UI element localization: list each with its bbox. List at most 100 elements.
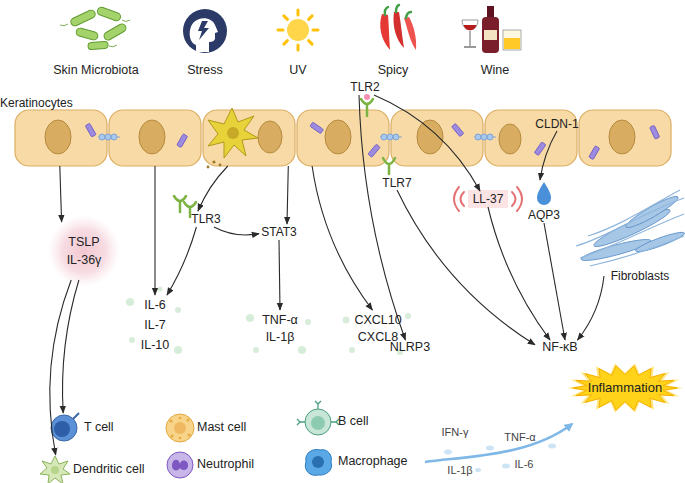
outcome-burst: Inflammation: [566, 362, 684, 414]
receptor-icon: [388, 165, 391, 174]
keratinocyte-cells: [177, 134, 188, 148]
keratinocyte-cells: [45, 120, 71, 154]
receptor-icon: [366, 105, 369, 116]
trigger-label: UV: [289, 63, 306, 77]
trigger-label: Stress: [187, 63, 222, 77]
immune-cell: Neutrophil: [162, 450, 262, 480]
b-cell-icon: [297, 419, 305, 425]
keratinocyte-cells: [475, 134, 481, 140]
chili-icon: [380, 5, 416, 50]
bacteria-icon: [96, 6, 121, 22]
cytokine-release-arrow: [444, 450, 452, 455]
node-text: AQP3: [528, 208, 560, 223]
cytokine-dots: [305, 319, 311, 325]
bacteria-icon: [109, 45, 117, 47]
bacteria-icon: [75, 27, 98, 40]
cytokine-dots: [253, 347, 259, 353]
sun-icon: [284, 16, 288, 20]
dendritic-cell-in-epidermis: [208, 108, 258, 158]
keratinocyte-cells: [99, 134, 105, 140]
dendritic-cell-in-epidermis: [227, 127, 239, 139]
arrow-connector: [287, 166, 288, 224]
dendritic-cell-in-epidermis: [212, 160, 215, 163]
keratinocyte-cells: [589, 146, 600, 160]
node-text: TLR2: [350, 80, 379, 95]
b-cell-icon: [297, 401, 339, 435]
arrow-connector: [279, 240, 280, 310]
b-cell-icon: [297, 401, 339, 425]
peptide-label: LL-37: [468, 191, 508, 207]
antimicrobial-peptide-waves: [512, 192, 516, 206]
node-text: TNF-α IL-1β: [259, 312, 301, 346]
wine-icon: [482, 17, 499, 53]
wine-icon: [484, 30, 497, 40]
cytokine-group: TSLP IL-36γ: [52, 222, 116, 280]
cytokine-dots: [246, 314, 254, 322]
keratinocyte-cells: [15, 110, 671, 166]
receptor-ligand: [364, 94, 370, 100]
wine-icon: [464, 25, 477, 30]
bacteria-icon: [60, 20, 130, 47]
keratinocyte-cells: [650, 125, 660, 139]
trigger-label: Skin Microbiota: [53, 63, 138, 77]
b-cell-icon: [331, 419, 339, 425]
arrow-connector: [374, 95, 480, 191]
cytokine-group: IL-6 IL-7 IL-10: [135, 295, 175, 355]
bacteria-icon: [60, 24, 68, 26]
receptor-icon: [184, 202, 196, 207]
keratinocyte-cells: [85, 123, 96, 137]
wine-icon: [504, 38, 520, 49]
node-text: Macrophage: [338, 454, 408, 470]
arrow-connector: [62, 280, 78, 413]
cytokine-label: IL-1β: [447, 464, 472, 476]
arrow-connector: [540, 131, 557, 180]
sun-icon: [309, 41, 313, 45]
keratinocyte-cells: [297, 110, 389, 166]
keratinocyte-cells: [579, 110, 671, 166]
cytokine-dots: [343, 317, 350, 324]
keratinocyte-cells: [15, 110, 671, 166]
immune-cell: Mast cell: [162, 413, 257, 443]
cytokine-dots: [174, 346, 182, 354]
keratinocyte-cells: [111, 134, 117, 140]
keratinocyte-cells: [499, 124, 521, 154]
stress-icon: [183, 9, 227, 53]
antimicrobial-peptide-waves: [517, 187, 522, 211]
keratinocyte-cells: [15, 110, 107, 166]
dendritic-cell-icon: [40, 456, 70, 483]
keratinocyte-cells: [310, 122, 324, 134]
immune-cell: Macrophage: [302, 447, 414, 477]
receptor-icon: [179, 202, 182, 212]
mast-cell-icon: [166, 414, 194, 442]
cytokine-dots: [298, 346, 306, 354]
node-text: Dendritic cell: [73, 462, 145, 478]
arrow-connector: [544, 223, 565, 340]
immune-cell: B cell: [302, 407, 382, 437]
burst-shape: [573, 366, 677, 410]
arrow-connector: [60, 166, 62, 222]
mast-cell-icon: [170, 420, 173, 423]
fibroblast-fibers: [576, 198, 684, 246]
mast-cell-icon: [174, 422, 186, 434]
neutrophil-icon: [172, 460, 188, 471]
keratinocyte-cells: [368, 144, 380, 157]
cytokine-dots: [126, 287, 411, 356]
arrow-connector: [214, 227, 259, 235]
wine-icon: [464, 46, 476, 48]
keratinocyte-cells: [105, 134, 111, 140]
mast-cell-icon: [171, 435, 174, 438]
wine-icon: [462, 6, 521, 53]
mast-cell-icon: [179, 417, 182, 420]
node-text: TSLP IL-36γ: [62, 233, 106, 269]
mast-cell-icon: [188, 434, 191, 437]
receptor-icon: [174, 99, 395, 217]
keratinocyte-cells: [487, 134, 493, 140]
node-text: Fibroblasts: [611, 269, 670, 284]
node-text: B cell: [338, 414, 369, 430]
t-cell-icon: [51, 413, 79, 441]
stress-icon: [183, 9, 227, 53]
bacteria-icon: [70, 9, 97, 27]
cytokine-group: TNF-α IL-1β: [255, 310, 305, 348]
arrow-connector: [167, 227, 196, 295]
